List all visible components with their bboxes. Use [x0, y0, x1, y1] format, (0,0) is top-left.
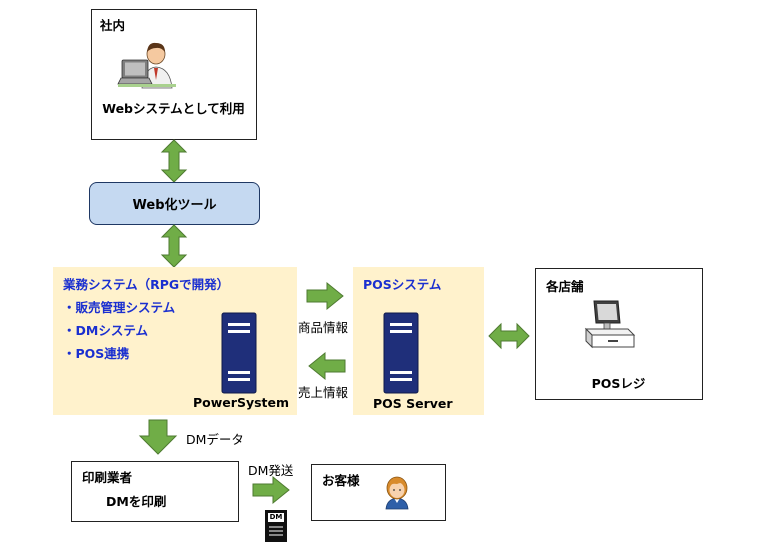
- pos-server-label: POS Server: [373, 396, 453, 411]
- stores-box: 各店舗 POSレジ: [535, 268, 703, 400]
- business-system-item: ・販売管理システム: [63, 300, 176, 315]
- pos-register-icon: [584, 300, 636, 349]
- internal-caption: Webシステムとして利用: [102, 101, 245, 116]
- bidirectional-arrow-internal-tool: [160, 139, 188, 183]
- server-icon: [383, 312, 419, 394]
- bidirectional-arrow-pos-stores: [488, 322, 530, 350]
- business-system-item: ・DMシステム: [63, 323, 148, 338]
- right-arrow-dm-send: [252, 475, 290, 505]
- down-arrow-dm-data: [138, 419, 178, 455]
- right-arrow-product-info: [306, 281, 344, 311]
- customer-title: お客様: [322, 473, 360, 488]
- stores-title: 各店舗: [546, 279, 584, 294]
- web-tool-label: Web化ツール: [132, 198, 217, 213]
- dm-leaflet-icon: DM: [265, 510, 287, 542]
- dm-data-label: DMデータ: [186, 432, 244, 447]
- pos-system-panel: POSシステム POS Server: [353, 267, 484, 415]
- server-icon: [221, 312, 257, 394]
- printer-title: 印刷業者: [82, 470, 133, 485]
- dm-send-label: DM発送: [248, 463, 294, 478]
- business-system-panel: 業務システム（RPGで開発） ・販売管理システム ・DMシステム ・POS連携 …: [53, 267, 297, 415]
- product-info-label: 商品情報: [298, 320, 349, 335]
- power-system-label: PowerSystem: [193, 395, 290, 410]
- pos-system-title: POSシステム: [363, 277, 442, 292]
- office-worker-icon: [117, 42, 176, 89]
- business-system-item: ・POS連携: [63, 346, 130, 361]
- printer-caption: DMを印刷: [106, 494, 167, 509]
- left-arrow-sales-info: [308, 351, 346, 381]
- dm-leaflet-text: DM: [268, 513, 284, 522]
- stores-caption: POSレジ: [591, 376, 646, 391]
- sales-info-label: 売上情報: [298, 385, 349, 400]
- web-tool-box: Web化ツール: [89, 182, 260, 225]
- customer-person-icon: [385, 476, 409, 510]
- internal-box: 社内 Webシステムとして利用: [91, 9, 257, 140]
- internal-title: 社内: [100, 18, 126, 33]
- printer-box: 印刷業者 DMを印刷: [71, 461, 239, 522]
- bidirectional-arrow-tool-business: [160, 224, 188, 268]
- customer-box: お客様: [311, 464, 446, 521]
- business-system-title: 業務システム（RPGで開発）: [63, 277, 230, 292]
